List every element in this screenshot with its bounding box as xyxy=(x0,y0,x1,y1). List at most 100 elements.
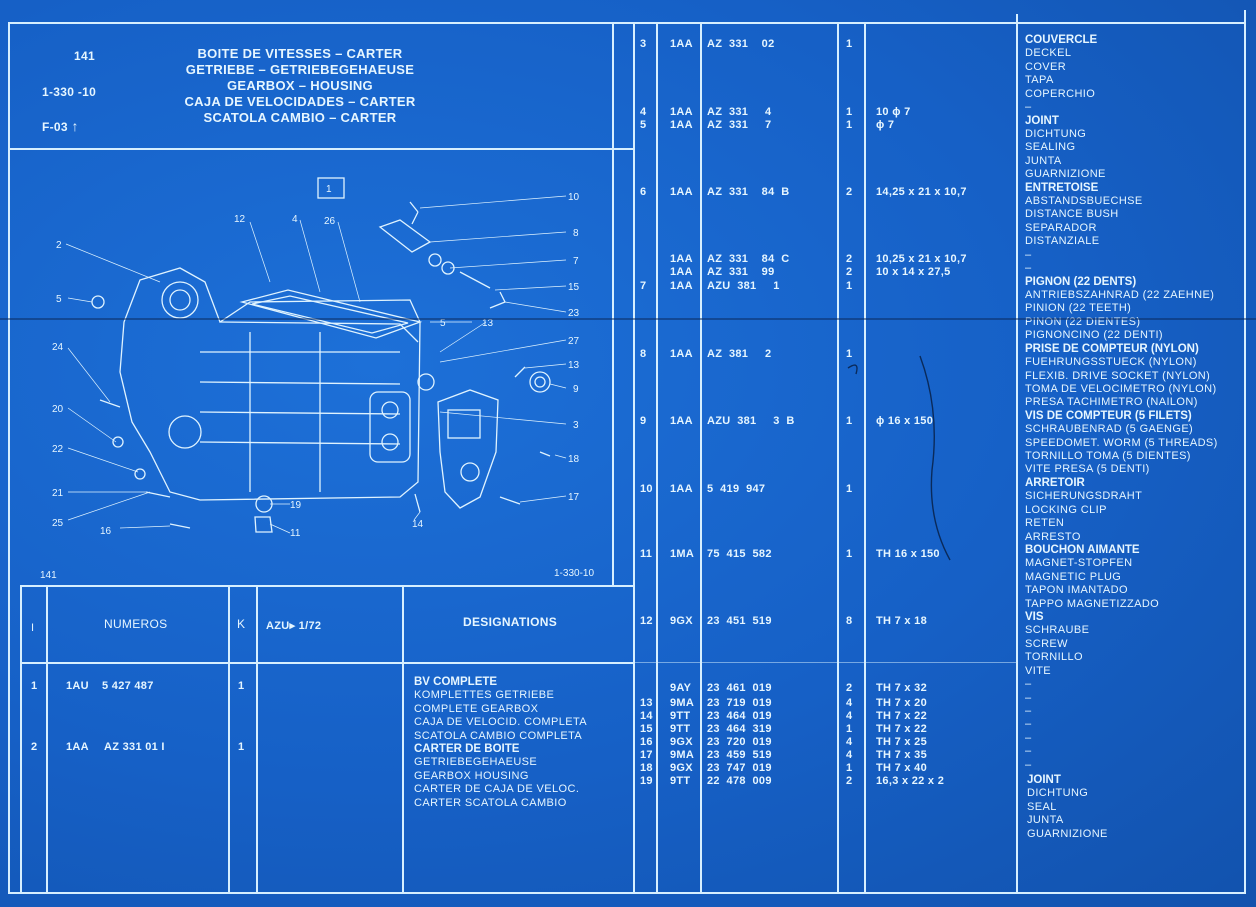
part-col-6 xyxy=(1016,14,1018,894)
left-col-3 xyxy=(256,585,258,893)
designation-line: – xyxy=(1025,705,1032,717)
callout-16: 16 xyxy=(100,526,112,537)
designation-line: SCHRAUBE xyxy=(1025,624,1090,637)
part-index: 10 xyxy=(640,483,653,495)
part-index: 8 xyxy=(640,348,647,360)
designation-line: SPEEDOMET. WORM (5 THREADS) xyxy=(1025,436,1218,449)
part-prefix: 1AA xyxy=(670,186,693,198)
callout-5-left: 5 xyxy=(56,294,62,305)
part-index: 9 xyxy=(640,415,647,427)
designation-line: LOCKING CLIP xyxy=(1025,503,1107,516)
callout-13: 13 xyxy=(568,360,580,371)
callout-19: 19 xyxy=(290,500,302,511)
designation-line: PINION (22 TEETH) xyxy=(1025,302,1132,315)
part-number: AZ 331 84 C xyxy=(707,253,790,265)
designation-line: ARRESTO xyxy=(1025,530,1081,543)
exploded-gearbox-drawing: 1 10 8 7 15 23 27 13 9 3 18 17 12 4 26 2… xyxy=(40,177,594,581)
part-qty: 1 xyxy=(846,723,853,735)
part-index: 19 xyxy=(640,775,653,787)
part-col-4 xyxy=(837,22,839,894)
joint-tail-en: SEAL xyxy=(1027,800,1057,813)
designation-line: DISTANCE BUSH xyxy=(1025,208,1119,221)
row1-index: 1 xyxy=(31,680,38,692)
designation-line: SCREW xyxy=(1025,637,1068,650)
part-index: 6 xyxy=(640,186,647,198)
left-table-head-divider xyxy=(20,662,634,664)
col-header-azu: AZU▸ 1/72 xyxy=(266,620,322,632)
designation-heading: COUVERCLE xyxy=(1025,34,1098,46)
designation-line: FLEXIB. DRIVE SOCKET (NYLON) xyxy=(1025,369,1211,382)
callout-27: 27 xyxy=(568,336,580,347)
part-dimension: 10 x 14 x 27,5 xyxy=(876,266,951,278)
row1-desc-en: COMPLETE GEARBOX xyxy=(414,702,539,715)
part-col-3 xyxy=(700,22,702,894)
designation-heading: VIS DE COMPTEUR (5 FILETS) xyxy=(1025,409,1192,422)
part-number: 23 464 019 xyxy=(707,710,772,722)
callout-8: 8 xyxy=(573,228,579,239)
title-fr: BOITE DE VITESSES – CARTER xyxy=(197,46,403,61)
designation-line: GUARNIZIONE xyxy=(1025,168,1106,181)
part-qty: 1 xyxy=(846,548,853,560)
callout-5-mid: 5 xyxy=(440,318,446,329)
part-prefix: 9MA xyxy=(670,697,695,709)
joint-tail-es: JUNTA xyxy=(1027,814,1064,827)
drawing-bottom xyxy=(20,585,634,587)
part-prefix: 1AA xyxy=(670,253,693,265)
part-dimension: ϕ 7 xyxy=(876,119,895,131)
part-dimension: TH 7 x 32 xyxy=(876,682,928,694)
drawing-page-label: 141 xyxy=(40,570,57,581)
left-col-4 xyxy=(402,585,404,893)
part-dimension: TH 7 x 22 xyxy=(876,723,928,735)
designation-line: COPERCHIO xyxy=(1025,87,1096,100)
row2-desc-it: CARTER SCATOLA CAMBIO xyxy=(414,796,567,809)
designation-line: MAGNETIC PLUG xyxy=(1025,570,1122,583)
designation-line: – xyxy=(1025,745,1032,758)
designation-heading: ENTRETOISE xyxy=(1025,181,1099,194)
part-dimension: TH 7 x 35 xyxy=(876,749,928,761)
callout-4: 4 xyxy=(292,214,298,225)
row1-desc-bold: BV COMPLETE xyxy=(414,676,498,688)
left-col-1 xyxy=(46,585,48,893)
part-number: 75 415 582 xyxy=(707,548,772,560)
part-prefix: 1AA xyxy=(670,119,693,131)
frame-top xyxy=(8,22,1246,24)
part-prefix: 9TT xyxy=(670,723,691,735)
part-prefix: 9MA xyxy=(670,749,695,761)
part-number: 23 451 519 xyxy=(707,615,772,627)
row1-number: 5 427 487 xyxy=(102,680,154,692)
part-number: AZ 331 99 xyxy=(707,266,775,278)
part-prefix: 1MA xyxy=(670,548,695,560)
part-prefix: 1AA xyxy=(670,415,693,427)
part-qty: 1 xyxy=(846,762,853,774)
part-index: 14 xyxy=(640,710,653,722)
part-index: 15 xyxy=(640,723,653,735)
part-qty: 2 xyxy=(846,186,853,198)
row2-k: 1 xyxy=(238,741,245,753)
handwritten-mark xyxy=(847,355,951,561)
callout-13-mid: 13 xyxy=(482,318,494,329)
part-number: AZ 331 02 xyxy=(707,38,775,50)
part-dimension: TH 16 x 150 xyxy=(876,548,940,560)
designation-line: – xyxy=(1025,262,1032,275)
part-index: 18 xyxy=(640,762,653,774)
callout-15: 15 xyxy=(568,282,580,293)
fig-code-text: F-03 xyxy=(42,120,68,134)
callout-23: 23 xyxy=(568,308,580,319)
col-header-index: I xyxy=(31,622,35,634)
designation-line: SEALING xyxy=(1025,141,1076,154)
joint-tail-it: GUARNIZIONE xyxy=(1027,827,1108,840)
part-number: 23 719 019 xyxy=(707,697,772,709)
part-qty: 4 xyxy=(846,697,853,709)
part-dimension: 14,25 x 21 x 10,7 xyxy=(876,186,967,198)
callout-18: 18 xyxy=(568,454,580,465)
callout-11: 11 xyxy=(290,528,301,539)
part-index: 5 xyxy=(640,119,647,131)
part-dimension: 10,25 x 21 x 10,7 xyxy=(876,253,967,265)
col-header-designations: DESIGNATIONS xyxy=(463,615,558,629)
part-index: 16 xyxy=(640,736,653,748)
part-dimension: TH 7 x 18 xyxy=(876,615,928,627)
frame-left xyxy=(8,22,10,894)
title-en: GEARBOX – HOUSING xyxy=(227,78,373,93)
part-index: 13 xyxy=(640,697,653,709)
part-prefix: 9TT xyxy=(670,775,691,787)
